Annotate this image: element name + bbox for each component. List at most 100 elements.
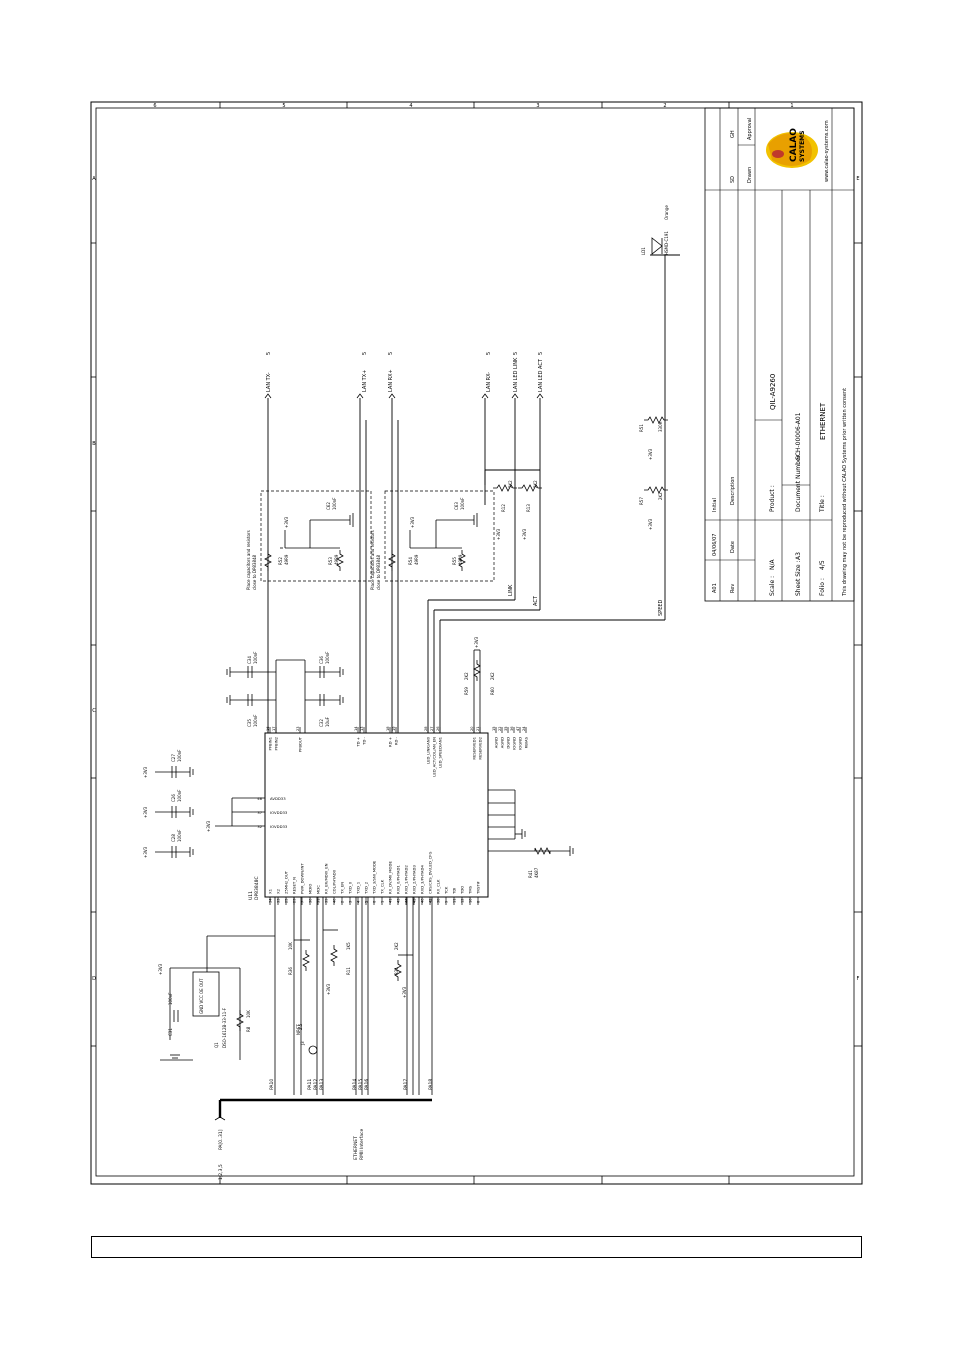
- product-label: Product :: [769, 485, 776, 512]
- u11-pin-number: 32: [257, 825, 262, 829]
- u11-pin-number: 1: [381, 901, 385, 903]
- u11-pin-name: PFBIN2: [274, 736, 279, 750]
- nrst-label: NRST: [296, 1024, 301, 1035]
- net-act: ACT: [533, 595, 539, 606]
- v33-label: +3V3: [402, 986, 407, 998]
- folio-label: Folio :: [819, 578, 826, 596]
- r8-ref: R8: [246, 1026, 251, 1032]
- u11-pin-number: 11: [453, 898, 457, 903]
- r60-ref: R60: [490, 687, 495, 695]
- u11-pin-name: PWR_DOWN/INT: [300, 863, 305, 894]
- col-mark: 6: [153, 103, 156, 109]
- u11-pin-name: RESERVED2: [478, 736, 483, 759]
- u11-pin-name: TD +: [356, 737, 361, 748]
- u11-pin-name: TXD_1: [356, 881, 361, 895]
- c63-value: 100nF: [460, 497, 465, 510]
- r53-ref: R53: [328, 557, 333, 565]
- u11-pin-name: RD -: [394, 736, 399, 745]
- u11-pin-number: 44: [405, 898, 409, 903]
- rev-value: A01: [712, 583, 718, 593]
- r31-value: 2K2: [394, 942, 399, 950]
- u11-pin-number: 45: [413, 898, 417, 903]
- u11-pin-number: 29: [293, 898, 297, 903]
- c32-ref: C32: [319, 719, 324, 727]
- u11-pin-number: 41: [389, 898, 393, 903]
- u11-pin-name: RXD_2/PHYAD3: [412, 865, 417, 894]
- v33-label: +3V3: [143, 806, 148, 818]
- led-resistors: [493, 237, 668, 494]
- r53-value: 49R9: [334, 554, 339, 565]
- u11-pin-name: PFBOUT: [298, 736, 303, 752]
- pa-label: PA11: [307, 1079, 313, 1090]
- u11-pin-number: 47: [516, 726, 520, 731]
- r11-value: 1K5: [346, 942, 351, 950]
- u11-part: DP83848C: [254, 876, 260, 900]
- c62-value: 100nF: [332, 497, 337, 510]
- r60-value: 2K2: [490, 672, 495, 680]
- pa-label: PA14: [352, 1079, 358, 1090]
- u11-pin-number: 31: [317, 898, 321, 903]
- u11-pin-number: 7: [301, 901, 305, 903]
- u11-pin-name: PFBIN1: [268, 736, 273, 750]
- v33-label: +3V3: [326, 983, 331, 995]
- v33-label: +3V3: [158, 963, 163, 975]
- col-mark: 2: [663, 103, 666, 109]
- u11-pin-name: IOVDD33: [270, 810, 288, 815]
- u11-pin-name: IOGND: [518, 737, 523, 750]
- u11-pin-number: 9: [445, 900, 449, 903]
- u11-pin-name: TXD_2: [364, 881, 369, 895]
- v33-label: +3V3: [206, 820, 211, 832]
- u11-pin-name: IOGND: [512, 737, 517, 750]
- u11-pin-name: X1: [268, 888, 273, 894]
- row-mark: B: [92, 441, 96, 447]
- net-sheet-ref: 5: [266, 352, 272, 355]
- u11-pin-number: 19: [392, 726, 396, 731]
- u11-pin-name: TX_CLK: [380, 879, 385, 895]
- j3-ref: J3: [300, 1041, 305, 1046]
- lan-signal-lines: [267, 254, 680, 733]
- c27-ref: C27: [171, 754, 176, 762]
- u11-pin-name: IOVDD33: [270, 824, 288, 829]
- net-sheet-ref: 5: [538, 352, 544, 355]
- u11-pin-name: TD -: [362, 736, 367, 745]
- j3-value: 2.5: [298, 1023, 303, 1030]
- net-lan-tx-plus: LAN TX+: [362, 370, 368, 392]
- u11-pin-number: 15: [492, 726, 496, 731]
- u11-pin-name: RX_DV/MII_MODE: [388, 861, 393, 894]
- r54-value: 49R9: [414, 554, 419, 565]
- u11-pin-number: 12: [461, 898, 465, 903]
- u11-pin-number: 36: [510, 726, 514, 731]
- v33-label: +3V3: [522, 528, 527, 540]
- u11-pin-number: 42: [429, 898, 433, 903]
- u11-pin-number: 33: [277, 898, 281, 903]
- pa-label: PA13: [319, 1079, 325, 1090]
- drawn-label: Drawn: [747, 167, 753, 183]
- r8-value: 10K: [246, 1010, 251, 1018]
- u11-pin-number: 17: [272, 726, 276, 731]
- u11-pin-number: 26: [436, 726, 440, 731]
- r51-ref: R51: [639, 424, 644, 432]
- v33-label: +3V3: [648, 518, 653, 530]
- v33-label: +3V3: [496, 528, 501, 540]
- net-speed: SPEED: [658, 599, 664, 616]
- r41-ref: R41: [528, 870, 533, 878]
- u11-pin-name: AGND: [494, 737, 499, 748]
- reserved-pullups: [473, 649, 481, 733]
- ground-network: [488, 789, 574, 856]
- approval-label: Approval: [747, 118, 753, 140]
- r57-ref: R57: [639, 497, 644, 505]
- v33-label: +3V3: [474, 636, 479, 648]
- q1-pins: GND VCC OE OUT: [199, 978, 204, 1014]
- r13-ref: R13: [526, 504, 531, 512]
- v33-label: +3V3: [410, 516, 415, 528]
- u11-pin-name: COL/PHYAD0: [332, 869, 337, 894]
- u11-pin-number: 35: [504, 726, 508, 731]
- r11-ref: R11: [346, 967, 351, 975]
- net-lan-tx-minus: LAN TX-: [266, 372, 272, 392]
- r12-value: 2K2: [508, 480, 513, 488]
- website: www.calao-systems.com: [824, 120, 830, 182]
- u11-pin-name: RD +: [388, 737, 393, 747]
- gh-label: GH: [730, 130, 736, 138]
- term-note-line1: Place capacitors and resistors: [370, 530, 375, 590]
- c35-value: 100nF: [253, 714, 258, 727]
